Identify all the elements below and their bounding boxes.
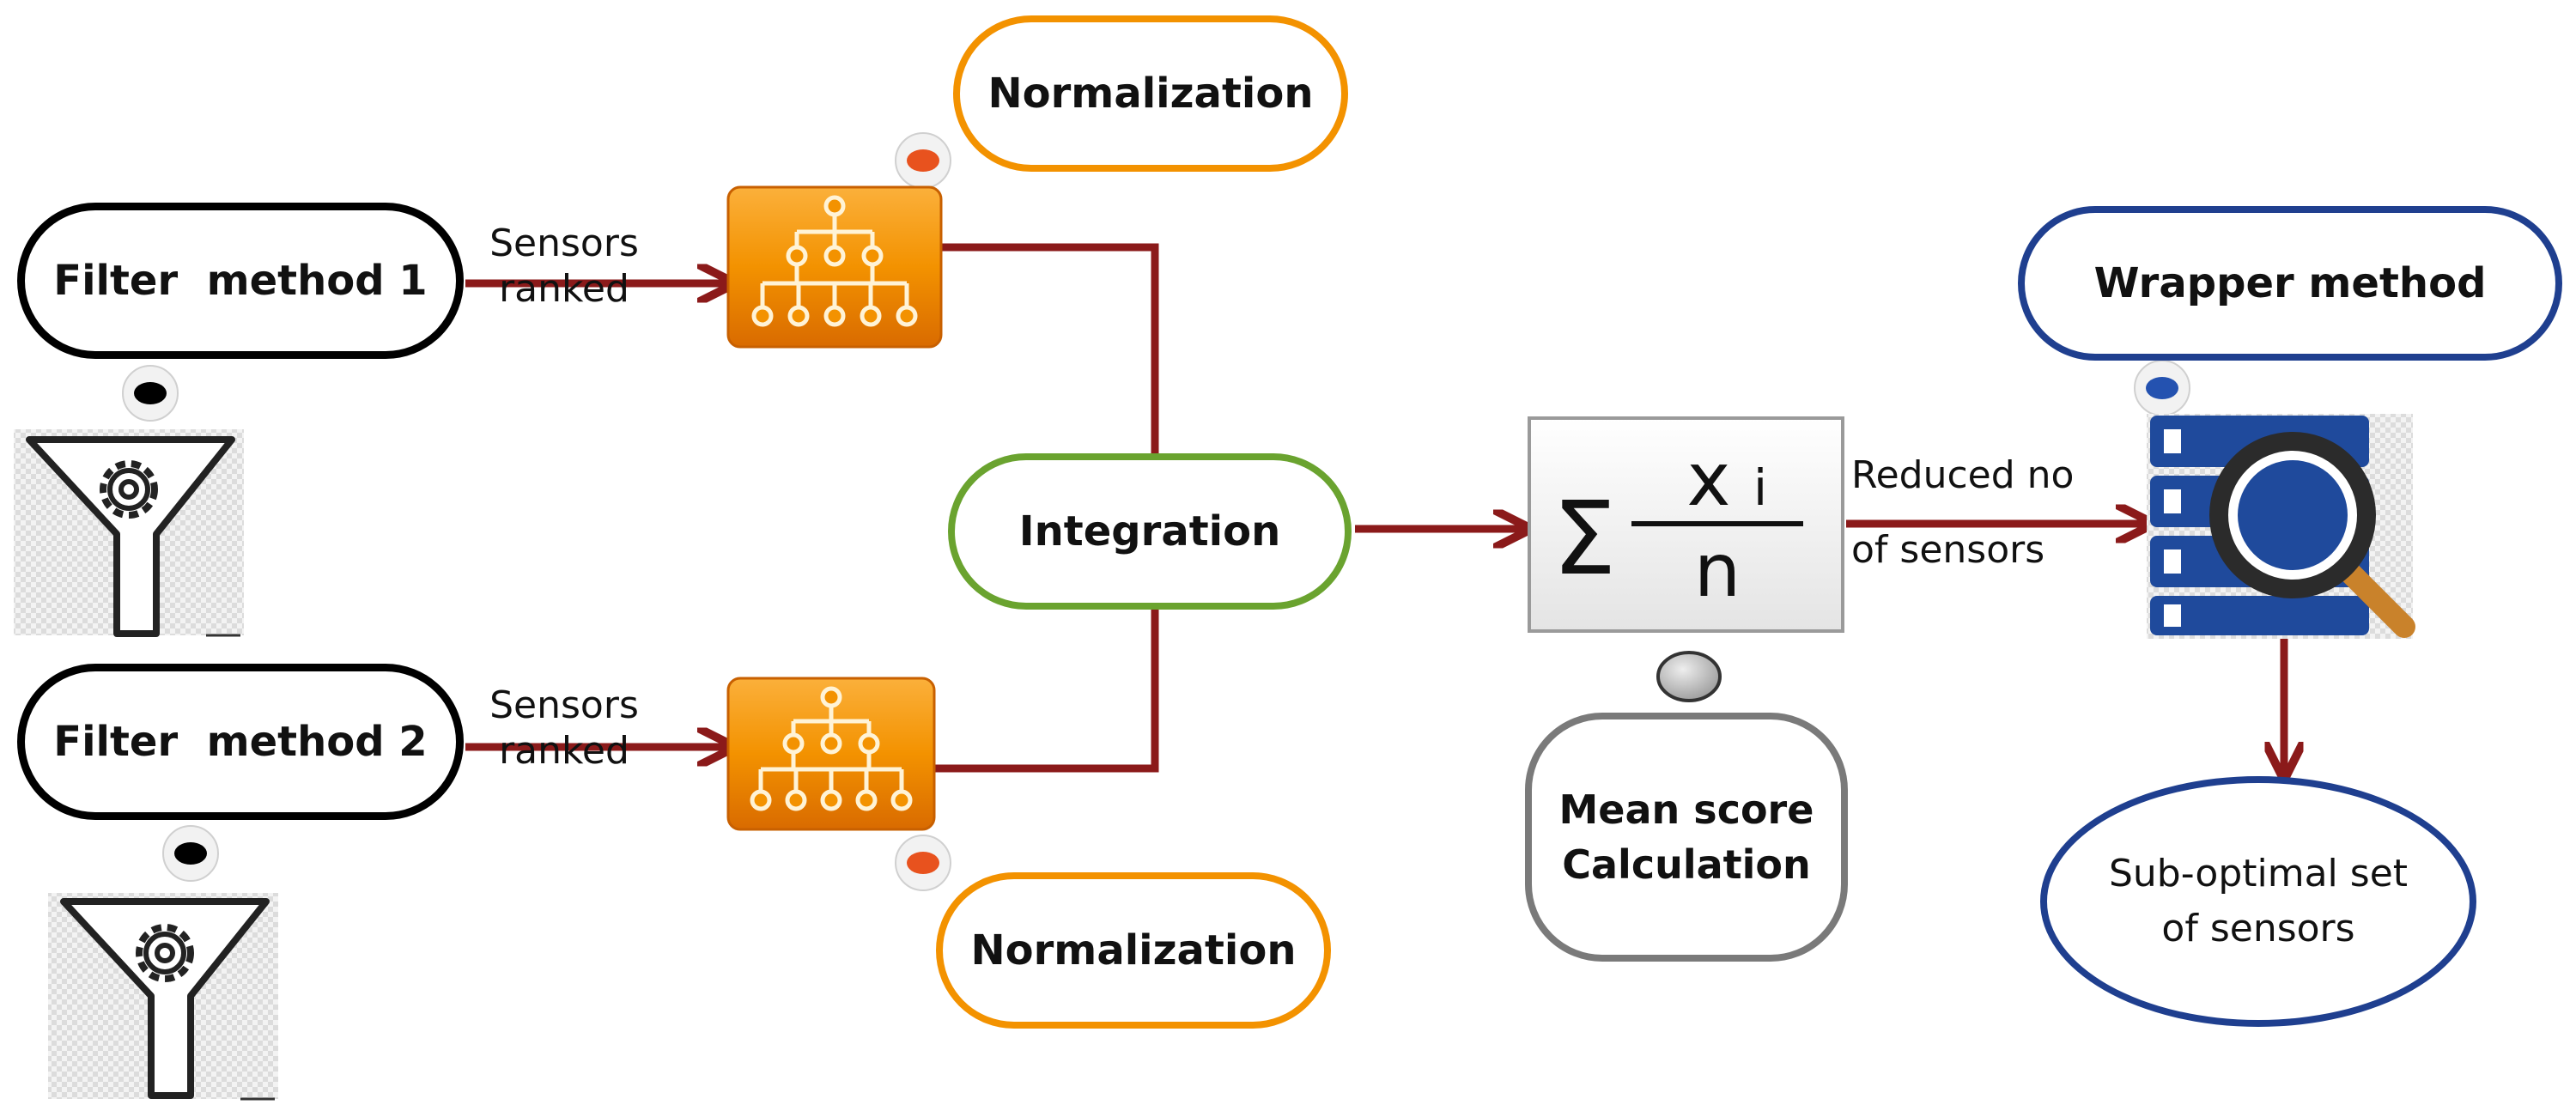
edge-label-sensors-ranked-1-line2: ranked [499,266,629,311]
dot-normalization-top [895,132,951,189]
node-wrapper-label: Wrapper method [2093,259,2487,307]
dot-mean [1656,651,1722,702]
dot-wrapper [2134,360,2190,416]
edge-label-reduced-line2: of sensors [1851,527,2045,572]
edge-label-reduced-line1: Reduced no [1851,453,2075,497]
node-normalization-top-label: Normalization [987,70,1314,118]
node-normalization-bottom: Normalization [936,872,1331,1029]
formula-numerator: x [1687,437,1731,523]
dot-normalization-bottom [895,835,951,891]
edge-label-sensors-ranked-2-line1: Sensors [489,683,639,727]
connector-dots [122,132,2190,891]
dot-filter1 [122,365,179,422]
node-filter-method-1-label: Filter method 1 [53,257,428,305]
edge-label-sensors-ranked-2-line2: ranked [499,728,629,773]
formula-denominator: n [1694,528,1741,614]
filter-funnel-gear-icon [14,429,244,637]
connectors [465,243,2284,773]
connector-hierarchy2-to-integration [932,605,1159,773]
node-mean-label-line2: Calculation [1562,841,1811,888]
node-filter-method-2: Filter method 2 [17,664,464,820]
formula-subscript: i [1753,458,1767,517]
connector-hierarchy1-to-integration [941,243,1159,453]
edge-label-reduced-no-of-sensors: Reduced no of sensors [1851,453,2126,574]
node-suboptimal-line1: Sub-optimal set [2108,852,2409,896]
node-normalization-top: Normalization [953,15,1348,172]
edge-label-sensors-ranked-1: Sensors ranked [474,222,654,313]
filter-funnel-gear-icon [48,893,278,1101]
server-magnifier-icon [2147,414,2415,639]
formula-sigma: Σ [1552,479,1617,598]
node-integration-label: Integration [1018,507,1281,556]
edge-label-sensors-ranked-2: Sensors ranked [474,683,654,774]
node-suboptimal-line2: of sensors [2161,907,2355,950]
dot-filter2 [162,825,219,882]
node-mean-score-calculation: Mean score Calculation [1525,713,1848,962]
node-integration: Integration [948,453,1352,610]
node-sub-optimal-set: Sub-optimal set of sensors [2040,776,2476,1027]
node-wrapper-method: Wrapper method [2018,206,2562,361]
hierarchy-tree-icon [726,185,943,349]
edge-label-sensors-ranked-1-line1: Sensors [489,222,639,265]
node-mean-label-line1: Mean score [1558,786,1814,833]
hierarchy-tree-icon [726,677,936,831]
node-normalization-bottom-label: Normalization [970,926,1297,974]
node-filter-method-2-label: Filter method 2 [53,718,428,766]
mean-formula-box: Σ x i n [1528,416,1844,633]
node-filter-method-1: Filter method 1 [17,203,464,359]
